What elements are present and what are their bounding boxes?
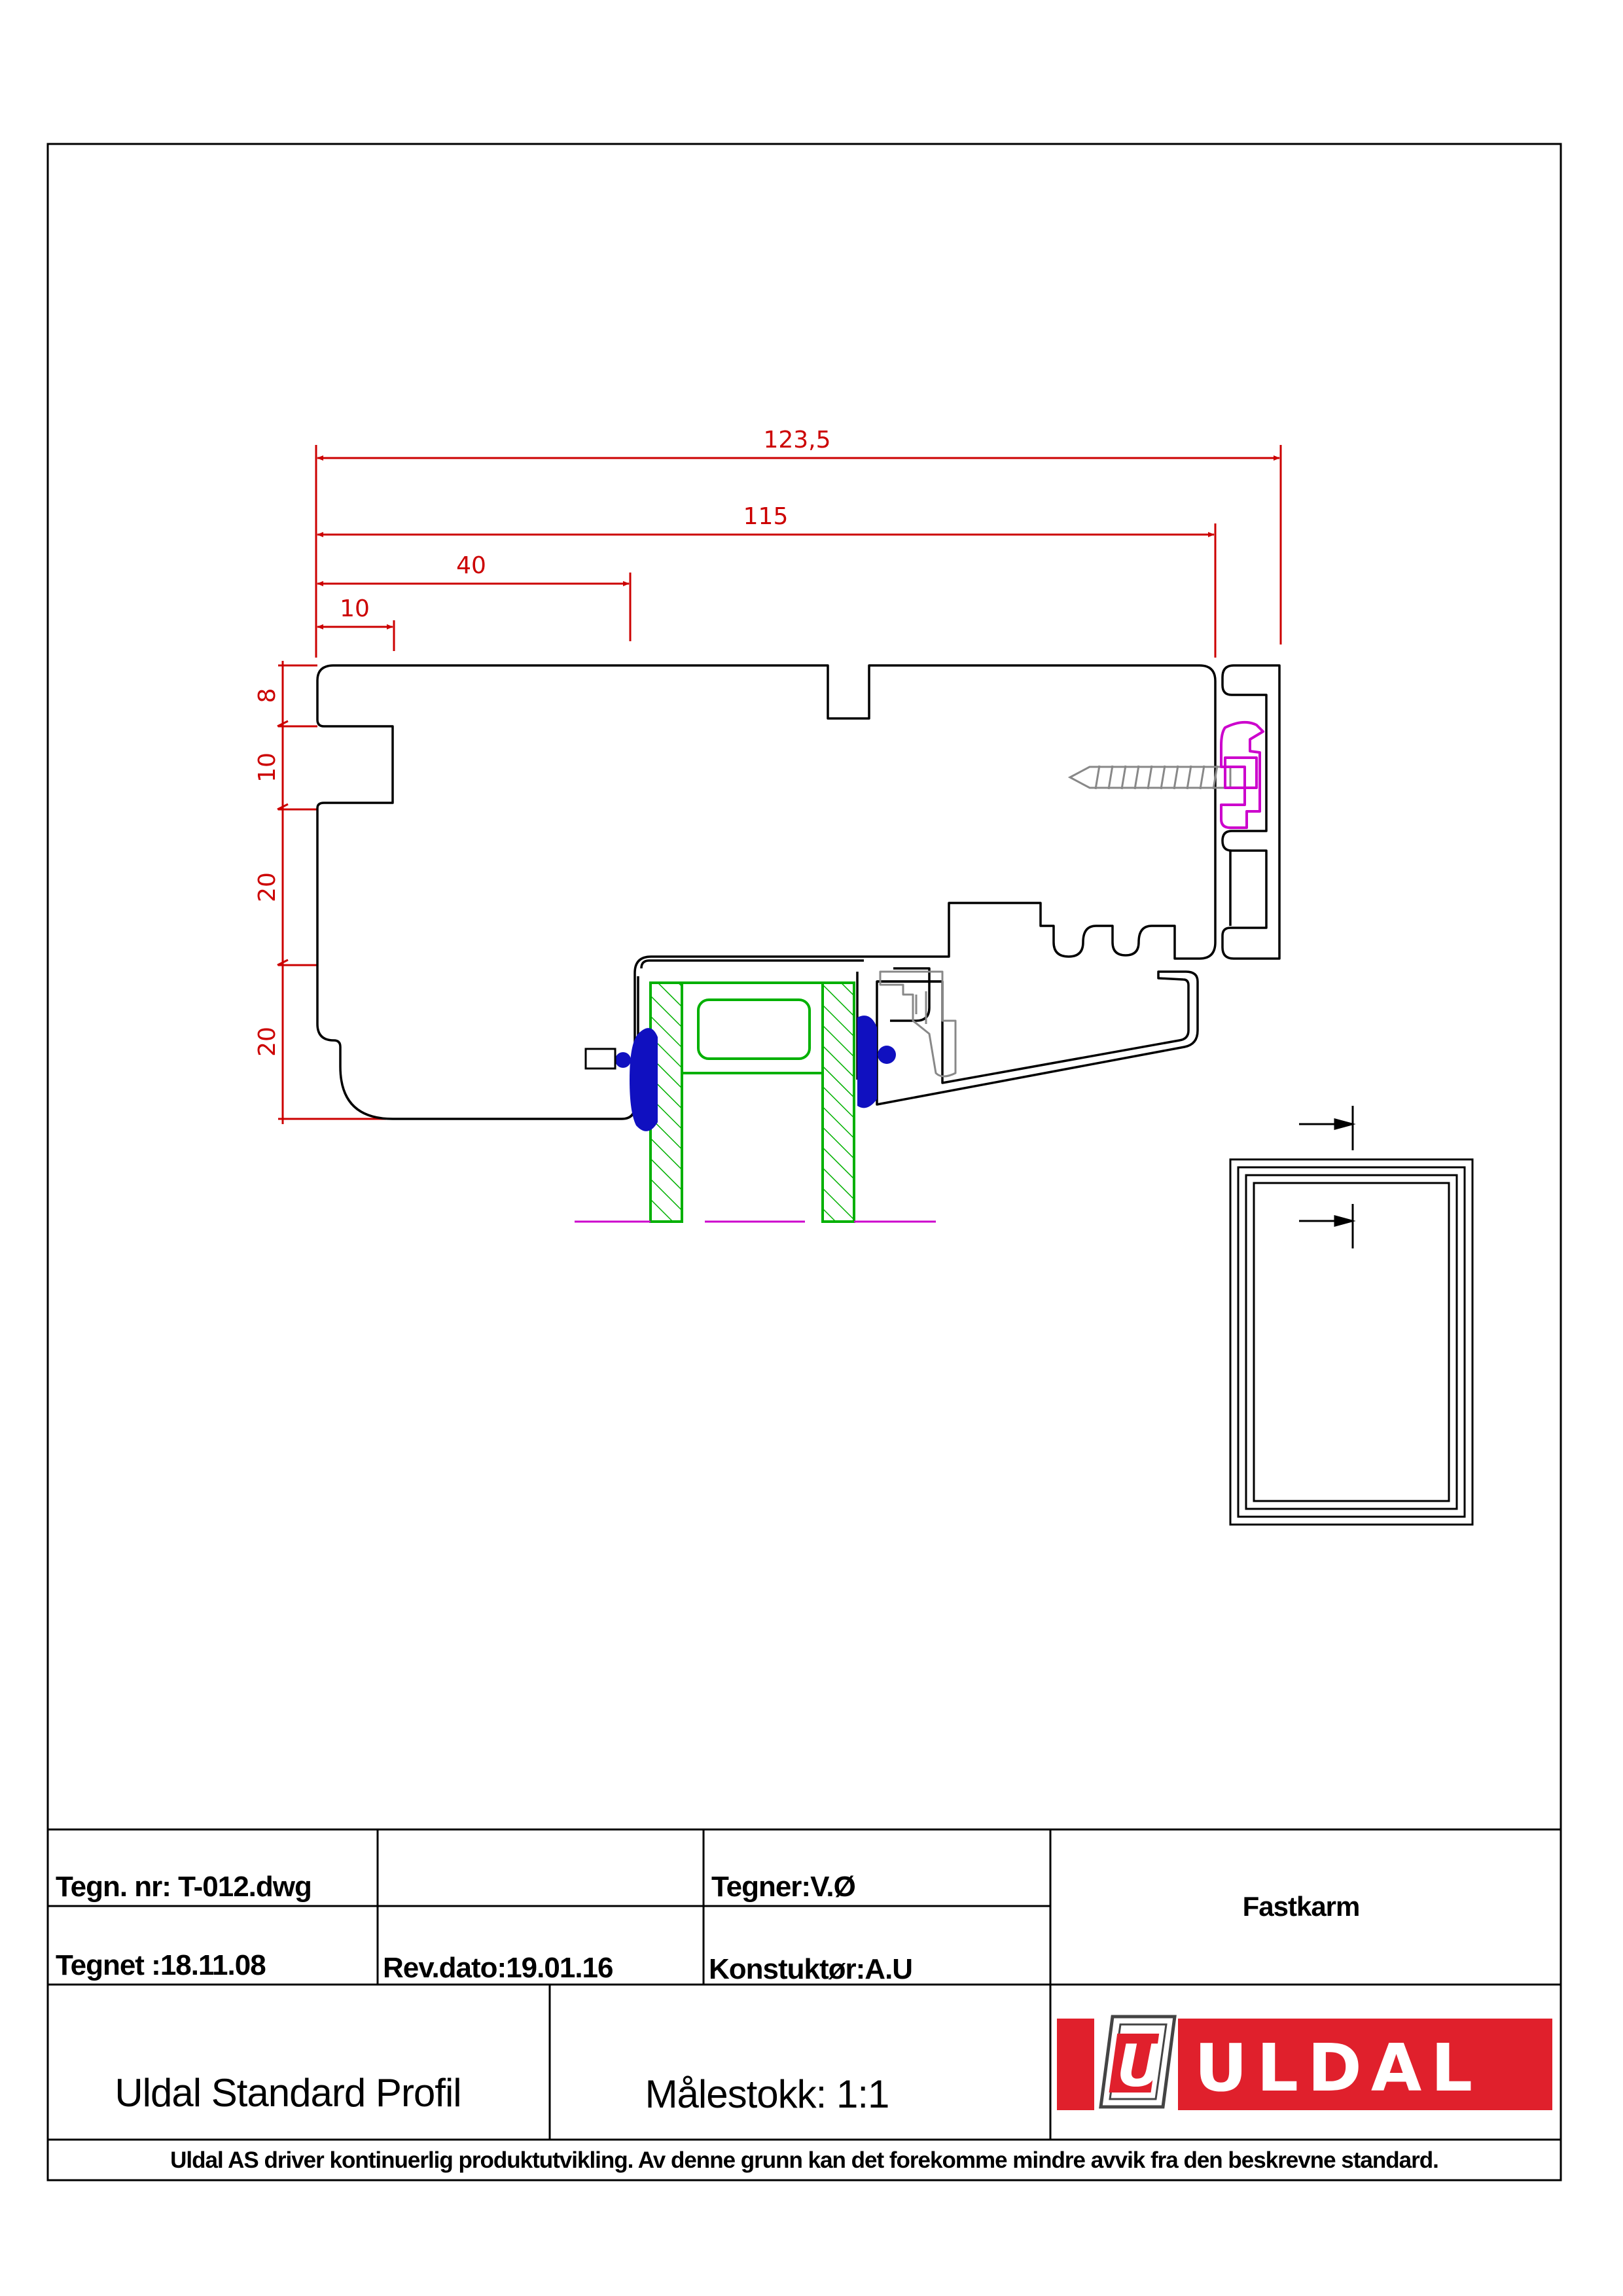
dim-offset-10: 10 bbox=[340, 595, 370, 622]
sash-profile bbox=[856, 967, 1199, 1106]
dimension-labels: 123,5 115 40 10 8 10 20 20 bbox=[254, 427, 831, 1057]
revision-date: Rev.dato:19.01.16 bbox=[383, 1952, 613, 1984]
series-name: Uldal Standard Profil bbox=[115, 2071, 461, 2115]
sheet-border bbox=[46, 143, 1562, 2181]
screw-icon bbox=[1067, 765, 1232, 790]
logo-mark: U bbox=[1116, 2032, 1163, 2100]
clip-bracket bbox=[1220, 720, 1264, 829]
gasket-right bbox=[857, 1016, 896, 1108]
dim-vertical-20a: 20 bbox=[254, 872, 281, 902]
frame-profile bbox=[316, 664, 1217, 1120]
title-block-text: Tegn. nr: T-012.dwg Tegnet :18.11.08 Rev… bbox=[56, 1871, 1439, 2173]
dim-vertical-10: 10 bbox=[254, 752, 281, 783]
dimensions bbox=[277, 445, 1282, 1124]
section-view bbox=[1229, 1106, 1474, 1526]
part-name: Fastkarm bbox=[1243, 1891, 1360, 1922]
uldal-logo: U ULDAL bbox=[1057, 2012, 1552, 2115]
channel-profile bbox=[1221, 664, 1281, 960]
disclaimer: Uldal AS driver kontinuerlig produktutvi… bbox=[170, 2147, 1438, 2173]
glass-unit bbox=[649, 981, 855, 1223]
inner-seal bbox=[879, 970, 957, 1078]
drafter: Tegner:V.Ø bbox=[711, 1871, 855, 1903]
title-block bbox=[48, 1828, 1561, 2141]
drawing-number: Tegn. nr: T-012.dwg bbox=[56, 1871, 312, 1903]
scale: Målestokk: 1:1 bbox=[645, 2072, 889, 2116]
dim-vertical-8: 8 bbox=[254, 688, 281, 703]
dim-inner-width: 115 bbox=[743, 503, 789, 530]
dim-offset-40: 40 bbox=[456, 552, 486, 579]
dim-overall-width: 123,5 bbox=[763, 427, 830, 453]
dim-vertical-20b: 20 bbox=[254, 1027, 281, 1057]
drawn-date: Tegnet :18.11.08 bbox=[56, 1949, 266, 1981]
logo-wordmark: ULDAL bbox=[1194, 2030, 1482, 2106]
gasket-left bbox=[584, 1028, 658, 1131]
designer: Konstuktør:A.U bbox=[709, 1953, 912, 1985]
